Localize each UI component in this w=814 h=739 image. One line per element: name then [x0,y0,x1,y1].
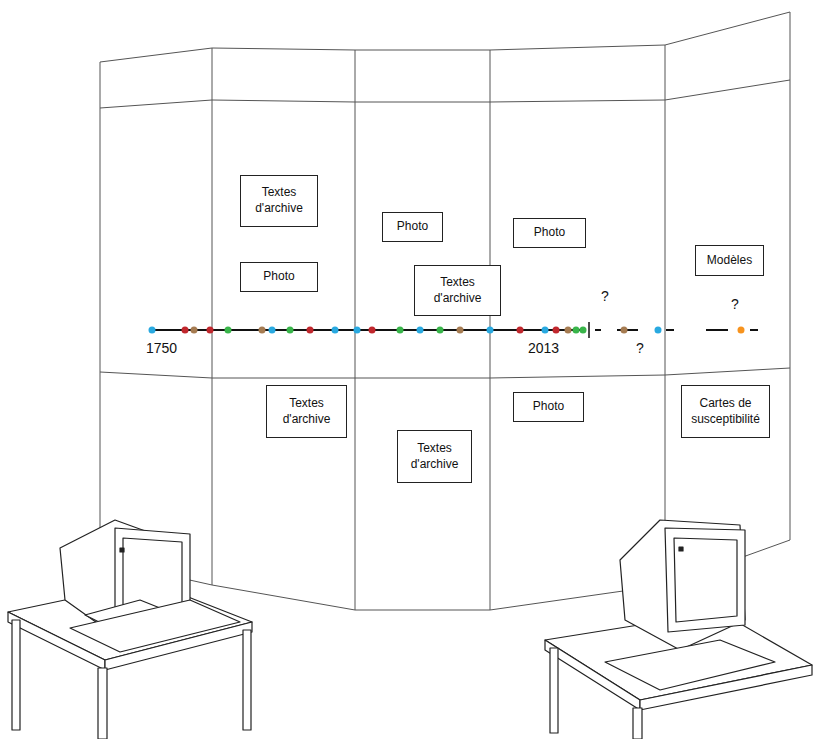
box-text: Textes d'archive [421,275,494,306]
timeline [149,322,759,338]
exhibit-label-box: Cartes de susceptibilité [681,385,770,438]
unknown-mark: ? [636,340,644,356]
exhibit-label-box: Modèles [695,245,764,276]
box-text: Photo [534,225,565,241]
exhibit-label-box: Photo [513,218,586,248]
box-text: Photo [263,269,294,285]
left-computer-desk [8,520,252,739]
timeline-year: 2013 [528,340,559,356]
exhibit-label-box: Textes d'archive [240,175,318,227]
exhibit-label-box: Textes d'archive [397,430,472,483]
box-text: Cartes de susceptibilité [688,396,763,427]
box-text: Photo [397,219,428,235]
exhibit-label-box: Photo [382,212,443,242]
exhibit-label-box: Textes d'archive [266,385,347,438]
box-text: Textes d'archive [247,185,311,216]
box-text: Modèles [707,253,752,269]
timeline-year: 1750 [146,340,177,356]
wall-panels [100,12,790,610]
box-text: Textes d'archive [404,441,465,472]
unknown-mark: ? [601,288,609,304]
unknown-mark: ? [731,296,739,312]
box-text: Textes d'archive [273,396,340,427]
exhibit-label-box: Textes d'archive [414,265,501,316]
exhibit-label-box: Photo [240,262,318,292]
box-text: Photo [533,399,564,415]
right-computer-desk [545,520,812,739]
exhibit-label-box: Photo [513,392,584,422]
